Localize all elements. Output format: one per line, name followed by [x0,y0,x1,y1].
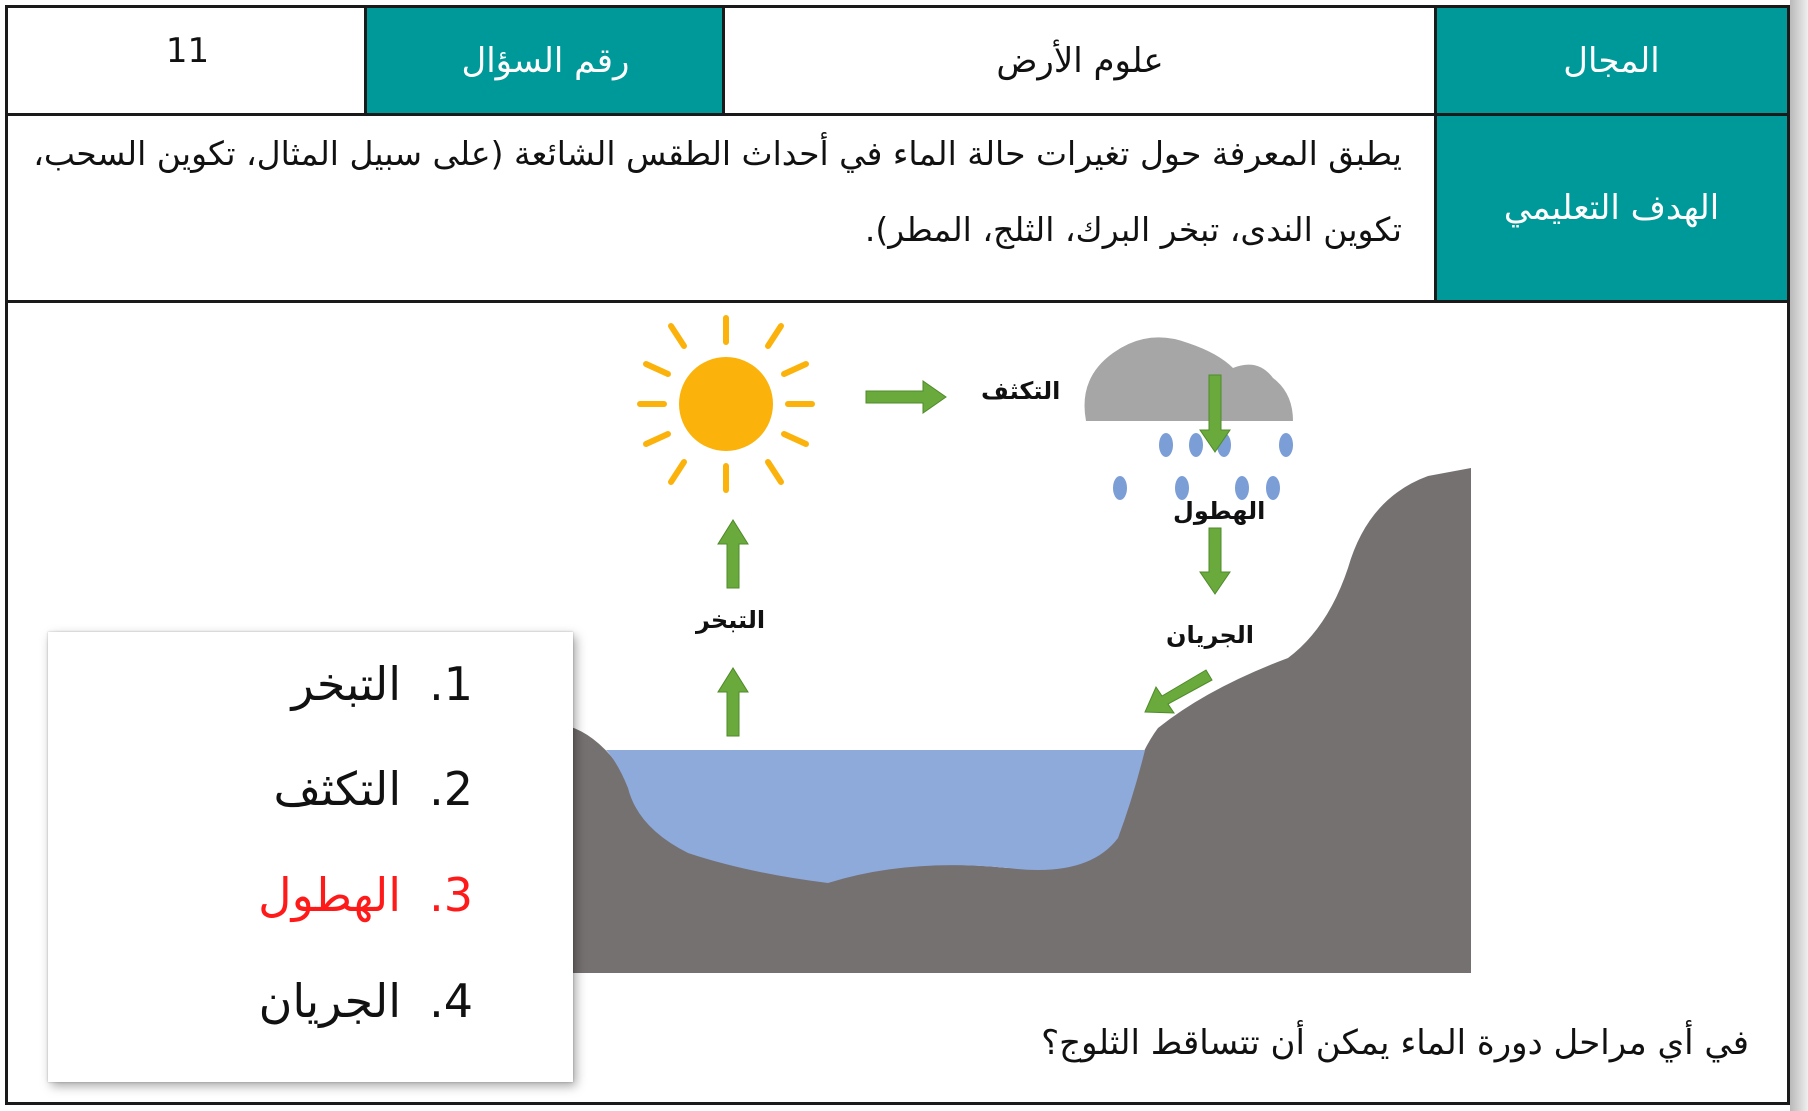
divider [722,8,725,114]
label-evaporation: التبخر [696,606,766,634]
objective-label: الهدف التعليمي [1436,114,1787,301]
page-edge-shadow [1790,0,1808,1111]
label-condensation: التكثف [981,377,1061,405]
answer-option-1[interactable]: 1. التبخر [291,657,473,711]
land-shape [568,468,1471,973]
divider [1434,8,1437,301]
divider [8,300,1787,303]
option-number: 2. [429,762,473,816]
question-number-value: 11 [165,31,210,71]
domain-value: علوم الأرض [996,41,1164,81]
answer-option-2[interactable]: 2. التكثف [274,762,473,816]
objective-text: يطبق المعرفة حول تغيرات حالة الماء في أح… [33,134,1402,249]
answer-options-box: 1. التبخر 2. التكثف 3. الهطول 4. الجريان [48,632,573,1082]
arrow-icon [1199,527,1231,595]
arrow-icon [1144,669,1213,714]
cloud-icon [1084,337,1293,421]
option-text: الجريان [258,974,402,1028]
label-precipitation: الهطول [1173,497,1266,525]
question-text: في أي مراحل دورة الماء يمكن أن تتساقط ال… [1041,1023,1749,1063]
arrow-icon [717,519,749,589]
arrow-icon [717,667,749,737]
water-cycle-diagram [568,315,1471,973]
answer-option-3[interactable]: 3. الهطول [258,868,473,922]
option-number: 1. [429,657,473,711]
arrow-icon [865,380,947,414]
sun-icon [637,315,815,493]
raindrop-icon [1113,433,1293,500]
answer-option-4[interactable]: 4. الجريان [259,974,473,1028]
divider [8,113,1787,116]
water-body [606,750,1145,883]
arrow-icon [1199,374,1231,453]
option-text: الهطول [258,868,402,922]
option-number: 3. [429,868,473,922]
domain-label: المجال [1436,8,1787,114]
option-number: 4. [429,974,473,1028]
question-number-label: رقم السؤال [367,8,724,114]
option-text: التبخر [291,657,402,711]
option-text: التكثف [273,762,402,816]
divider [364,8,367,114]
label-runoff: الجريان [1166,621,1254,649]
